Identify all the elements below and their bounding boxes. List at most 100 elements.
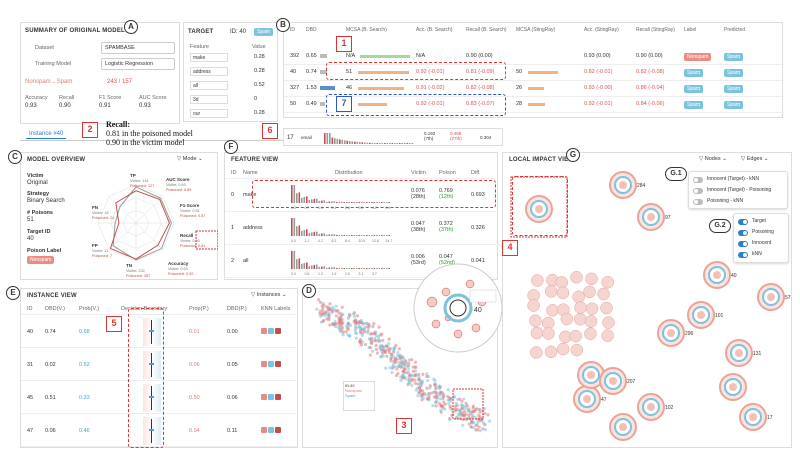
scatter-point [380,332,384,336]
scatter-point [483,423,487,427]
scatter-point [406,364,411,368]
instance-dbdp: 0.05 [227,362,238,368]
hist-bar [381,202,383,203]
instances-dropdown[interactable]: ▽ Instances ⌄ [251,292,287,298]
scatter-point [320,304,324,308]
hist-bar [358,202,361,203]
scatter-point [348,314,352,318]
graph-innocent-node [527,299,540,312]
hist-bar [328,234,331,236]
feature-victim-value: 0.006 [411,254,425,260]
nodes-dropdown[interactable]: ▽ Nodes ⌄ [699,156,727,162]
scatter-point [348,334,352,338]
hist-tick: 4.9 [386,206,391,210]
radar-poison-0: Poisoned: 127 [130,184,154,188]
edge-toggle-1[interactable] [693,188,703,194]
inset-hist-bar [364,142,366,144]
hist-bar [308,200,311,203]
scatter-point [403,358,407,362]
scatter-point [378,339,382,343]
hist-bar [311,199,313,203]
hist-bar [386,268,388,269]
scatter-point [365,325,369,329]
decision-boundary-cell [143,351,161,379]
node-toggle-2[interactable] [738,241,748,247]
scatter-point [359,343,363,347]
training-select[interactable]: Logistic Regression [101,58,175,70]
radar-label-1: AUC Score [166,177,190,182]
scatter-point [473,415,477,419]
hist-bar [328,267,331,269]
scatter-point [330,308,334,313]
scatter-point [319,320,323,324]
scatter-point [417,378,421,382]
metric-auc-label: AUC Score [139,95,167,101]
edges-dropdown[interactable]: ▽ Edges ⌄ [741,156,769,162]
node-toggle-3[interactable] [738,252,748,258]
instance-tab[interactable]: Instance #40 [26,130,67,139]
decision-boundary-line [151,419,152,443]
scatter-point [406,370,410,375]
inset-poison: 0.488(27th) [450,131,462,141]
graph-node-label: 131 [753,351,762,357]
mode-dropdown[interactable]: ▽ Mode ⌄ [177,156,203,162]
scatter-point [396,351,400,355]
dataset-select[interactable]: SPAMBASE [101,42,175,54]
inset-hist-bar [324,133,326,144]
zoom-node [465,279,475,289]
dataset-label: Dataset [35,45,54,51]
summary-panel: SUMMARY OF ORIGINAL MODEL Dataset SPAMBA… [20,22,180,124]
hist-bar [371,202,373,203]
node-toggle-1[interactable] [738,230,748,236]
poison-label-badge: Nonspam [27,256,55,264]
scatter-point [373,339,377,343]
graph-innocent-node [570,271,583,284]
hist-bar [318,266,321,269]
instance-id: 31 [27,362,34,368]
hist-bar [298,258,301,269]
scatter-point [379,355,383,359]
edge-toggle-0[interactable] [693,177,703,183]
table-cell-mcsa_b: 51 [346,69,353,75]
decision-boundary-cell [143,384,161,412]
projection-scatter [315,298,492,433]
hist-bar [366,202,368,203]
instance-prop: 0.01 [189,329,200,335]
scatter-point [341,330,345,334]
graph-core [697,311,705,319]
inset-hist-bar [399,143,401,144]
graph-node-label: 101 [715,313,724,319]
scatter-point [389,359,393,363]
dbd-bar [320,102,325,106]
edge-toggle-2[interactable] [693,199,703,205]
scatter-point [431,403,435,408]
inset-hist-bar [329,133,331,144]
feature-header-4: Poison [439,170,456,176]
scatter-point [327,313,331,317]
scatter-point [426,379,430,383]
scatter-point [395,367,399,371]
radar-poison-3: Poisoned: 0.81 [180,244,205,248]
scatter-point [323,314,327,318]
hist-bar [316,231,318,236]
knn-label-chip [268,427,274,433]
hist-tick: 2.8 [345,206,350,210]
radar-series [109,190,170,260]
inset-hist-bar [389,143,391,144]
scatter-point [346,316,350,320]
inset-hist-bar [384,143,386,144]
table-cell-dbd: 0.65 [306,53,317,59]
scatter-point [341,313,345,317]
predicted-badge: Spam [724,69,744,77]
node-toggle-0[interactable] [738,219,748,225]
